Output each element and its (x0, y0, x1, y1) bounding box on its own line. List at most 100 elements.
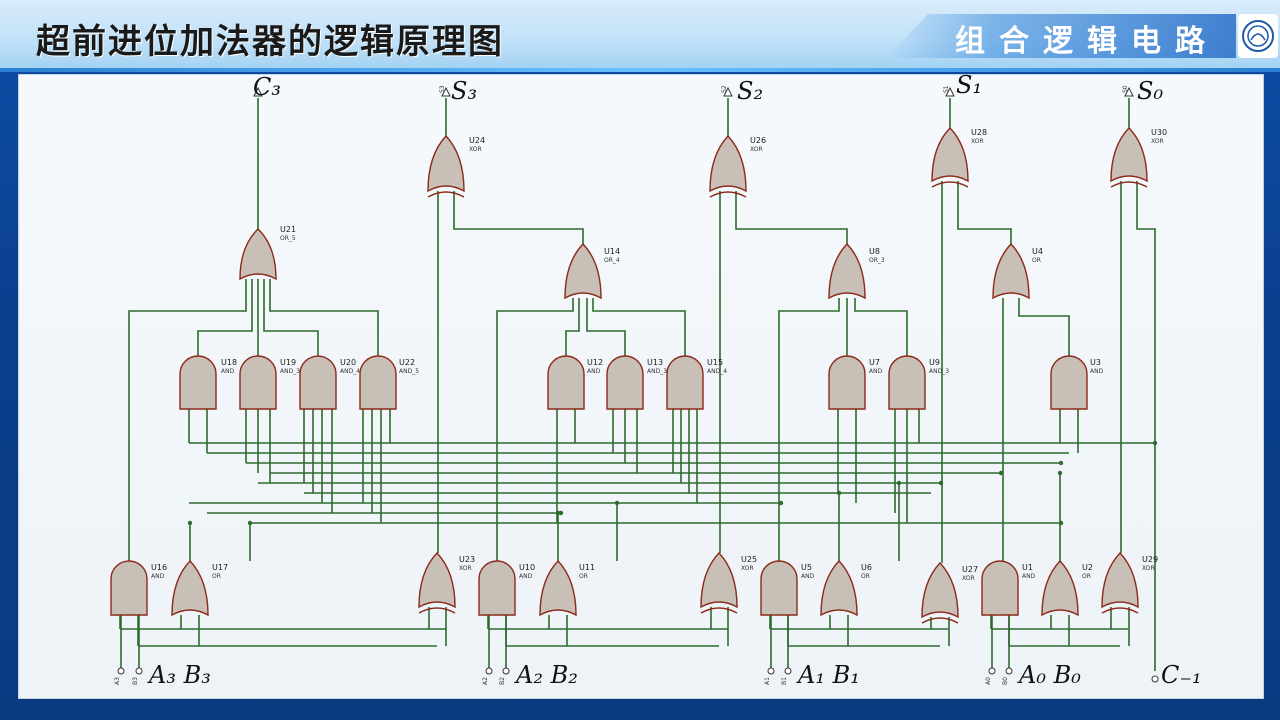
pin-label: A3 (114, 677, 121, 685)
xor-gate-u24 (427, 134, 465, 193)
gate-ref: U13 (647, 358, 664, 367)
handwritten-label-a2b2: A₂ B₂ (516, 661, 578, 689)
gate-ref: U11 (579, 563, 596, 572)
junction-dot (614, 500, 620, 506)
input-pin-icon (485, 667, 493, 675)
and-gate-u12 (547, 355, 585, 410)
xor-gate-u28 (931, 126, 969, 183)
and-gate-u19 (239, 355, 277, 410)
and-gate-u10 (478, 560, 516, 616)
xor-gate-back-arc (709, 191, 747, 198)
gate-ref: U5 (801, 563, 812, 572)
and-gate-u13 (606, 355, 644, 410)
xor-gate-u25 (700, 551, 738, 609)
output-pin-icon (253, 86, 263, 97)
wire-u8-to-u26 (735, 191, 848, 244)
or-gate-u4 (992, 242, 1030, 300)
and-gate-u20 (299, 355, 337, 410)
gate-type: OR_3 (869, 257, 885, 264)
gate-type: AND_3 (647, 368, 668, 375)
junction-dot (1152, 440, 1158, 446)
junction-dot (1058, 460, 1064, 466)
output-pin-icon (441, 86, 451, 97)
handwritten-label-c3: C₃ (253, 73, 281, 101)
wire (263, 279, 319, 356)
pin-label: S2 (721, 85, 728, 93)
gate-ref: U23 (459, 555, 476, 564)
pin-label: B3 (132, 677, 139, 685)
and-gate-u7 (828, 355, 866, 410)
handwritten-label-s0: S₀ (1137, 77, 1164, 105)
gate-ref: U20 (340, 358, 357, 367)
school-logo-emblem-icon (1242, 20, 1274, 52)
gate-type: AND_4 (340, 368, 361, 375)
xor-gate-back-arc (1110, 181, 1148, 188)
handwritten-label-cm1: C₋₁ (1161, 661, 1202, 689)
wire-u10-to-u14 (496, 298, 574, 561)
gate-ref: U14 (604, 247, 621, 256)
or-gate-u17 (171, 559, 209, 617)
junction-dot (1058, 520, 1064, 526)
input-pin-icon (767, 667, 775, 675)
wire-u5-to-u8 (778, 298, 840, 561)
pin-label: B0 (1002, 677, 1009, 685)
or-gate-u2 (1041, 559, 1079, 617)
input-pin-icon (784, 667, 792, 675)
slide-title: 超前进位加法器的逻辑原理图 (36, 22, 504, 62)
input-pin-icon (1005, 667, 1013, 675)
wire (565, 298, 580, 356)
gate-type: XOR (1151, 138, 1164, 145)
gate-type: AND_3 (929, 368, 950, 375)
junction-dot (1057, 470, 1063, 476)
gate-ref: U7 (869, 358, 880, 367)
pin-label: A1 (764, 677, 771, 685)
gate-ref: U6 (861, 563, 872, 572)
pin-label: S0 (1122, 85, 1129, 93)
junction-dot (247, 520, 253, 526)
school-logo (1238, 14, 1278, 58)
gate-type: AND (221, 368, 235, 375)
and-gate-u3 (1050, 355, 1088, 410)
wire (1018, 298, 1070, 356)
and-gate-u22 (359, 355, 397, 410)
and-gate-u5 (760, 560, 798, 616)
wire-cin-to-u30 (1136, 181, 1156, 671)
gate-ref: U9 (929, 358, 940, 367)
gate-type: OR (861, 573, 870, 580)
handwritten-label-a3b3: A₃ B₃ (149, 661, 211, 689)
gate-type: OR (1032, 257, 1041, 264)
xor-gate-back-arc (427, 191, 465, 198)
gate-type: AND (801, 573, 815, 580)
gate-type: AND (869, 368, 883, 375)
gate-type: OR_4 (604, 257, 620, 264)
xor-gate-back-arc (700, 607, 738, 614)
xor-gate-u30 (1110, 126, 1148, 183)
wire (197, 279, 253, 356)
gate-ref: U26 (750, 136, 767, 145)
xor-gate-back-arc (1101, 607, 1139, 614)
xor-gate-u27 (921, 561, 959, 619)
gate-type: OR_5 (280, 235, 296, 242)
gate-type: AND (1090, 368, 1104, 375)
gate-type: OR (1082, 573, 1091, 580)
and-gate-u1 (981, 560, 1019, 616)
pin-label: B2 (499, 677, 506, 685)
xor-gate-back-arc (921, 617, 959, 624)
gate-type: XOR (741, 565, 754, 572)
